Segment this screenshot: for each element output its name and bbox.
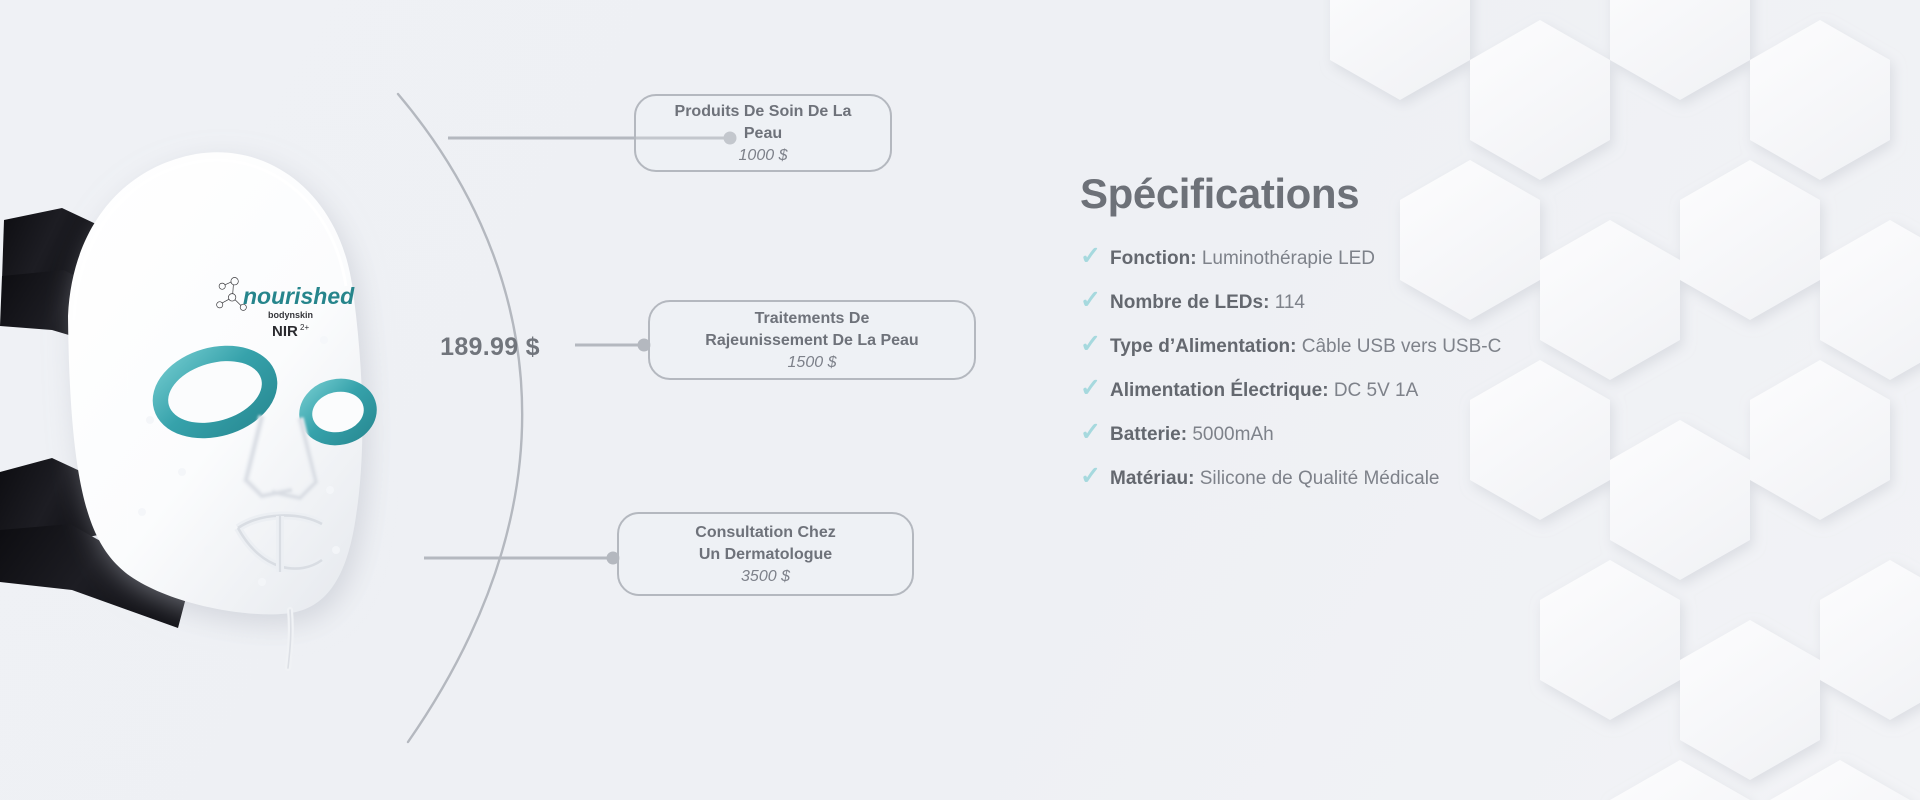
comparison-card[interactable]: Traitements De Rajeunissement De La Peau…: [648, 300, 976, 380]
spec-item: ✓ Type d’Alimentation: Câble USB vers US…: [1080, 332, 1780, 358]
comparison-card[interactable]: Consultation Chez Un Dermatologue 3500 $: [617, 512, 914, 596]
comparison-card-price: 1500 $: [787, 353, 837, 371]
spec-item: ✓ Fonction: Luminothérapie LED: [1080, 244, 1780, 270]
eye-opening-left: [152, 345, 278, 439]
spec-value: Câble USB vers USB-C: [1301, 336, 1502, 357]
spec-item: ✓ Nombre de LEDs: 114: [1080, 288, 1780, 314]
brand-name-text: nourished: [243, 283, 355, 309]
spec-label: Type d’Alimentation:: [1110, 336, 1297, 357]
comparison-card-title: Consultation Chez Un Dermatologue: [695, 524, 836, 563]
spec-value: Luminothérapie LED: [1201, 248, 1376, 269]
spec-value: DC 5V 1A: [1333, 380, 1419, 401]
spec-label: Fonction:: [1110, 248, 1197, 269]
check-icon: ✓: [1080, 374, 1101, 402]
comparison-card-price: 1000 $: [738, 146, 788, 164]
spec-item: ✓ Batterie: 5000mAh: [1080, 420, 1780, 446]
comparison-card-title: Traitements De Rajeunissement De La Peau: [705, 310, 919, 349]
specifications-title: Spécifications: [1080, 170, 1360, 217]
spec-label: Matériau:: [1110, 468, 1195, 489]
mouth-cutout: [234, 511, 325, 573]
check-icon: ✓: [1080, 286, 1101, 314]
led-dots: [138, 336, 340, 586]
product-image-led-face-mask: nourished bodynskin NIR 2+: [0, 152, 377, 671]
spec-item: ✓ Alimentation Électrique: DC 5V 1A: [1080, 376, 1780, 402]
spec-label: Nombre de LEDs:: [1110, 292, 1270, 313]
product-price-callout: 189.99 $: [440, 333, 540, 361]
spec-value: 5000mAh: [1192, 424, 1274, 445]
spec-value: Silicone de Qualité Médicale: [1199, 468, 1440, 489]
comparison-card[interactable]: Produits De Soin De La Peau 1000 $: [634, 94, 892, 172]
check-icon: ✓: [1080, 330, 1101, 358]
spec-item: ✓ Matériau: Silicone de Qualité Médicale: [1080, 464, 1780, 490]
eye-opening-right: [299, 378, 377, 446]
model-superscript-text: 2+: [300, 323, 309, 332]
spec-value: 114: [1274, 292, 1305, 313]
comparison-card-price: 3500 $: [741, 567, 790, 585]
check-icon: ✓: [1080, 242, 1101, 270]
connector-line-middle: [575, 338, 651, 352]
spec-label: Alimentation Électrique:: [1110, 380, 1329, 401]
check-icon: ✓: [1080, 462, 1101, 490]
check-icon: ✓: [1080, 418, 1101, 446]
nose-cutout: [242, 415, 320, 502]
model-text: NIR: [272, 323, 298, 340]
spec-label: Batterie:: [1110, 424, 1188, 445]
brand-logo: nourished bodynskin NIR 2+: [216, 277, 355, 340]
comparison-card-title: Produits De Soin De La Peau: [674, 103, 852, 142]
sub-brand-text: bodynskin: [268, 310, 313, 320]
specifications-panel: Spécifications ✓ Fonction: Luminothérapi…: [1080, 170, 1780, 508]
